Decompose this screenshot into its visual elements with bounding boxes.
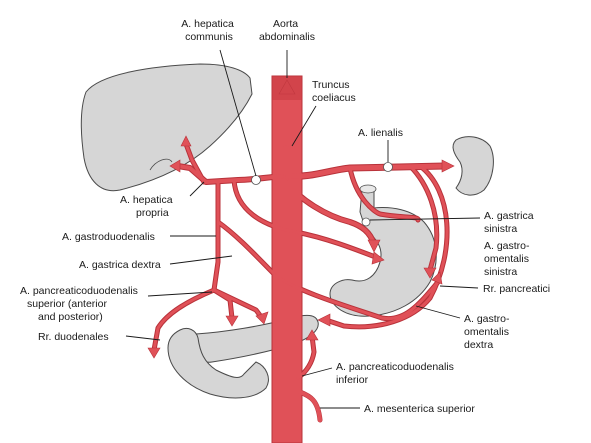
label-aorta: Aorta abdominalis xyxy=(259,18,315,43)
a-pancreaticoduodenalis-inferior xyxy=(296,334,316,380)
label-gastroduodenalis: A. gastroduodenalis xyxy=(62,231,155,243)
liver xyxy=(80,63,253,192)
ring-lienalis xyxy=(383,162,393,172)
a-mesenterica-superior xyxy=(298,390,322,422)
arrow-pancreaticoduodenalis-inf xyxy=(305,329,319,341)
aorta xyxy=(271,75,303,443)
aorta-top-shade xyxy=(272,76,302,100)
a-hepatica-propria-branch xyxy=(184,142,206,184)
label-pancreaticoduodenalis-inferior: A. pancreaticoduodenalis inferior xyxy=(336,361,457,386)
spleen xyxy=(452,136,494,196)
label-pancreaticoduodenalis-superior: A. pancreaticoduodenalis superior (anter… xyxy=(20,285,141,323)
label-pancreatici: Rr. pancreatici xyxy=(483,283,550,295)
ring-hepatica xyxy=(251,175,261,185)
arrow-pancreatici-left xyxy=(225,315,239,327)
rr-pancreatici-right xyxy=(324,164,449,329)
leader-lines xyxy=(125,49,481,409)
label-mesenterica-superior: A. mesenterica superior xyxy=(364,403,475,415)
label-duodenales: Rr. duodenales xyxy=(38,331,109,343)
arrow-hepatica-left xyxy=(169,159,181,173)
a-gastrica-dextra xyxy=(232,178,380,260)
arrow-gastrica-sinistra xyxy=(367,239,381,253)
arrow-pancreaticoduodenalis-sup xyxy=(147,347,161,359)
a-gastroomentalis-sinistra xyxy=(408,164,439,272)
arrow-pancreatici-right xyxy=(317,313,331,327)
label-hepatica-communis: A. hepatica communis xyxy=(181,18,236,43)
a-gastroduodenalis xyxy=(212,180,220,292)
arrow-gastrica-dextra xyxy=(371,251,385,265)
label-gastroomentalis-sinistra: A. gastro- omentalis sinistra xyxy=(484,240,532,278)
label-gastrica-dextra: A. gastrica dextra xyxy=(79,259,161,271)
arrow-hepatica-up xyxy=(180,135,192,147)
arrow-pancreatici-mid xyxy=(255,311,269,325)
arrowheads xyxy=(147,135,455,359)
gallbladder-hint xyxy=(149,158,173,171)
label-hepatica-propria: A. hepatica propria xyxy=(120,194,175,219)
artery-fills xyxy=(152,142,449,422)
gastrica-sinistra-loop xyxy=(348,166,420,222)
labels: A. hepatica communis Aorta abdominalis T… xyxy=(20,18,550,415)
label-truncus: Truncus coeliacus xyxy=(312,79,356,104)
a-hepatica-communis xyxy=(176,164,284,184)
a-gastroomentalis-dextra xyxy=(216,220,440,321)
arrow-lienalis xyxy=(441,159,455,173)
arrow-gastroomentalis-dextra xyxy=(431,271,443,285)
label-lienalis: A. lienalis xyxy=(358,127,403,139)
stomach-cardia xyxy=(359,184,377,194)
stomach xyxy=(329,189,437,317)
label-gastrica-sinistra: A. gastrica sinistra xyxy=(484,210,537,235)
a-pancreaticoduodenalis-superior xyxy=(152,288,216,352)
arrow-gastroomentalis-sinistra xyxy=(423,267,437,279)
label-gastroomentalis-dextra: A. gastro- omentalis dextra xyxy=(464,313,512,351)
ring-gastrica xyxy=(361,217,371,227)
a-gastrica-sinistra xyxy=(282,178,376,246)
duodenum xyxy=(167,327,269,399)
